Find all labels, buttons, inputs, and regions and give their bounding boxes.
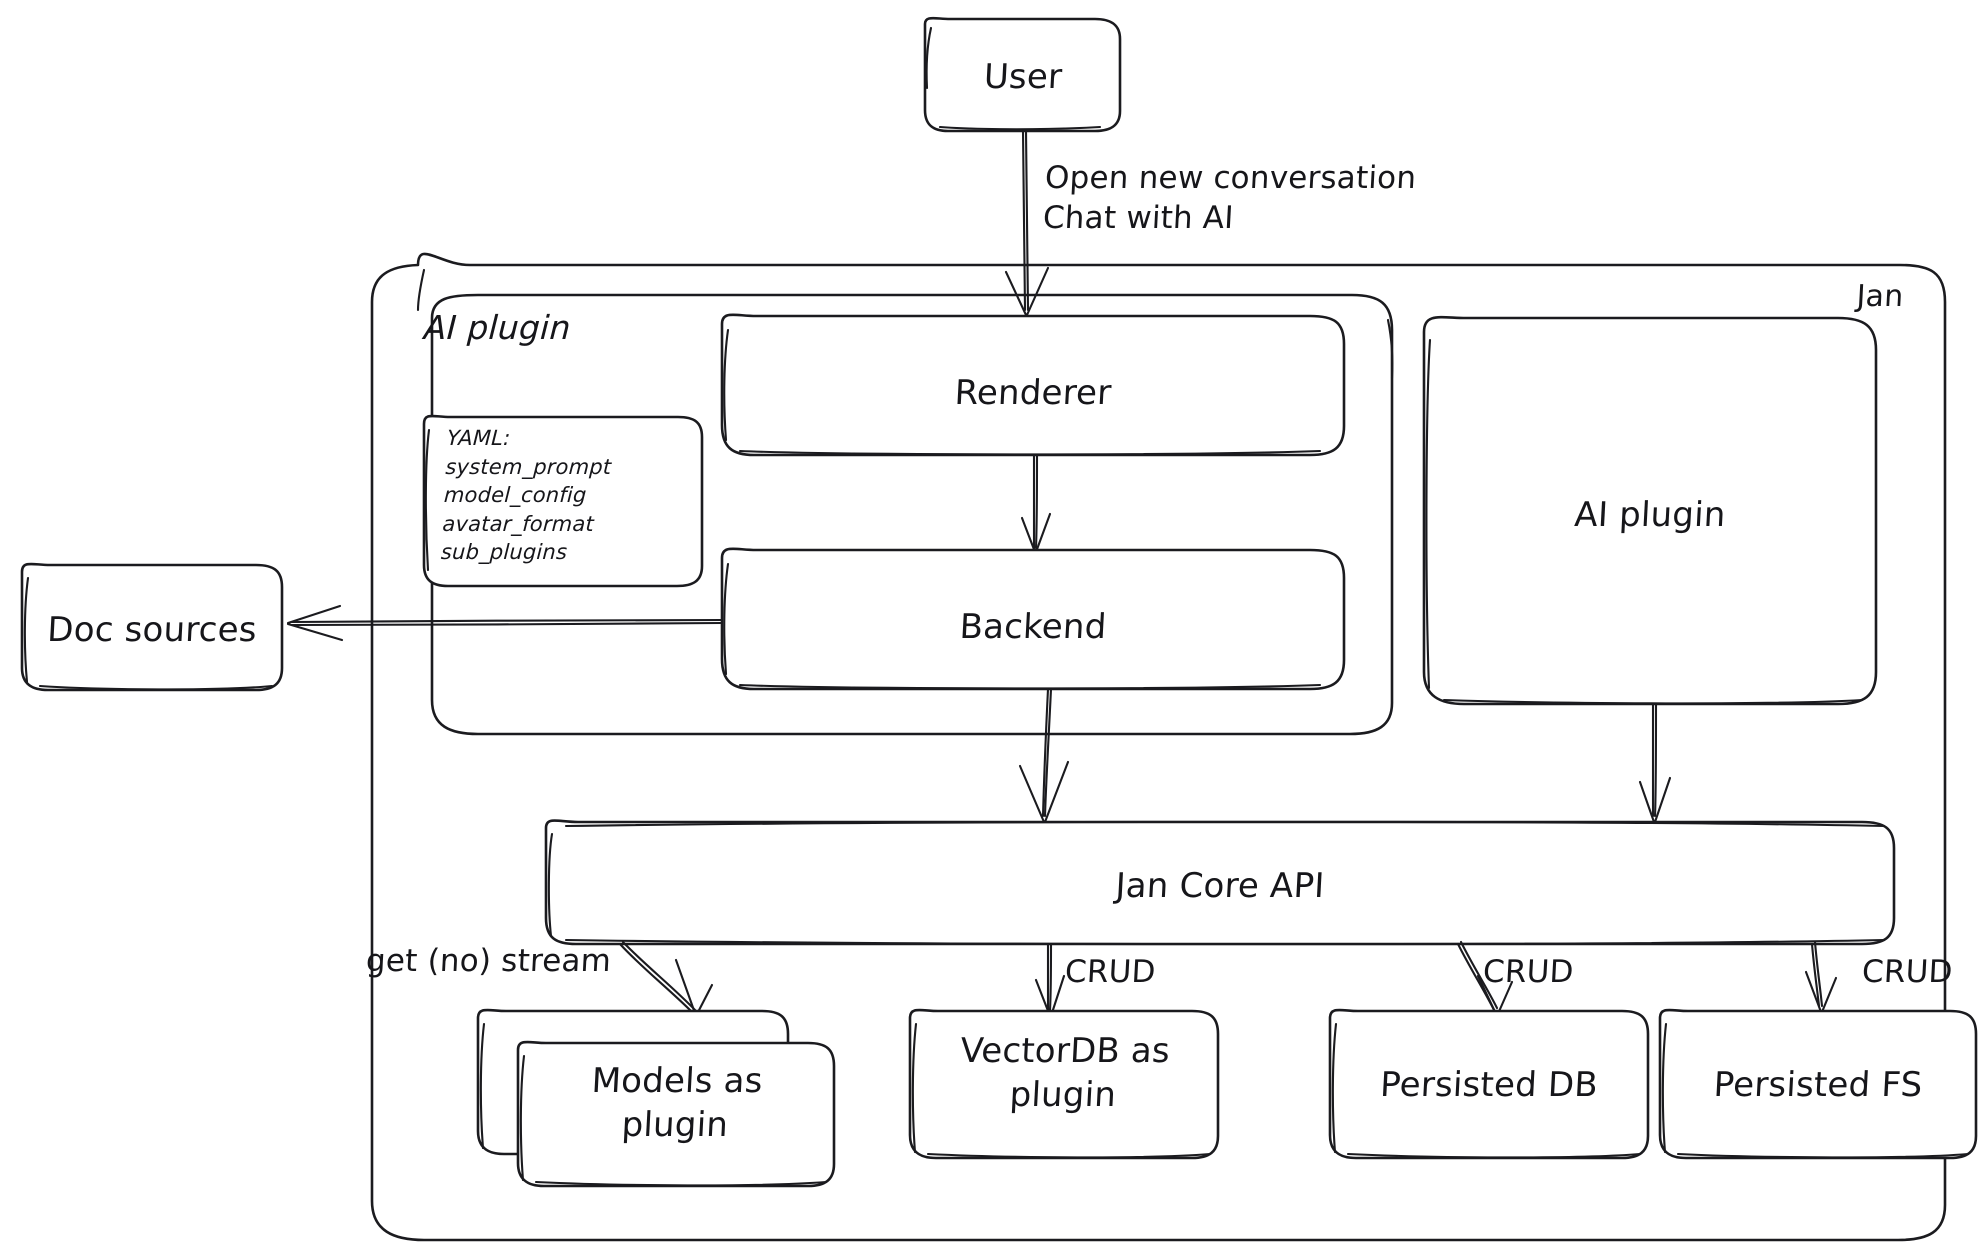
- edge-core-to-persisted-db: [1456, 940, 1514, 1018]
- node-ai-plugin-right-label: AI plugin: [1573, 495, 1727, 535]
- edge-ai-plugin-to-core: [1638, 702, 1672, 824]
- edge-core-to-models-label: get (no) stream: [365, 943, 613, 979]
- node-vectordb-as-plugin-label: VectorDB as plugin: [959, 1031, 1171, 1115]
- node-persisted-fs-label: Persisted FS: [1712, 1065, 1924, 1105]
- edge-user-to-renderer-label: Open new conversation Chat with AI: [1042, 160, 1418, 236]
- node-ai-plugin-right-box[interactable]: [1422, 315, 1878, 706]
- edge-backend-to-core: [1018, 687, 1070, 824]
- edge-core-to-persisted-fs-label: CRUD: [1861, 954, 1954, 990]
- node-yaml-card[interactable]: [422, 414, 704, 588]
- node-models-as-plugin-label: Models as plugin: [590, 1061, 764, 1145]
- node-yaml-card-text: YAML: system_prompt model_config avatar_…: [440, 426, 612, 565]
- node-models-as-plugin-box[interactable]: [516, 1040, 836, 1188]
- node-persisted-db-label: Persisted DB: [1379, 1065, 1599, 1105]
- node-renderer-box[interactable]: [720, 313, 1346, 457]
- node-user-box[interactable]: [923, 16, 1122, 133]
- node-jan-core-api-label: Jan Core API: [1114, 866, 1326, 906]
- node-renderer-label: Renderer: [953, 373, 1113, 413]
- edge-core-to-persisted-db-label: CRUD: [1482, 954, 1575, 990]
- edge-backend-to-doc-sources: [286, 604, 724, 642]
- node-persisted-fs-box[interactable]: [1658, 1008, 1978, 1160]
- edge-core-to-vectordb-label: CRUD: [1064, 954, 1157, 990]
- node-backend-label: Backend: [958, 607, 1108, 647]
- node-doc-sources-box[interactable]: [20, 562, 284, 692]
- container-jan-label: Jan: [1855, 279, 1905, 314]
- node-backend-box[interactable]: [720, 547, 1346, 691]
- node-user-label: User: [982, 57, 1064, 97]
- node-jan-core-api-box[interactable]: [544, 819, 1896, 946]
- edge-core-to-persisted-fs: [1804, 940, 1838, 1014]
- edge-user-to-renderer: [1004, 129, 1050, 317]
- container-ai-plugin-group-label: AI plugin: [423, 308, 572, 347]
- node-vectordb-as-plugin-box[interactable]: [908, 1008, 1220, 1160]
- node-doc-sources-label: Doc sources: [46, 610, 258, 650]
- node-persisted-db-box[interactable]: [1328, 1008, 1650, 1160]
- edge-renderer-to-backend: [1020, 453, 1052, 554]
